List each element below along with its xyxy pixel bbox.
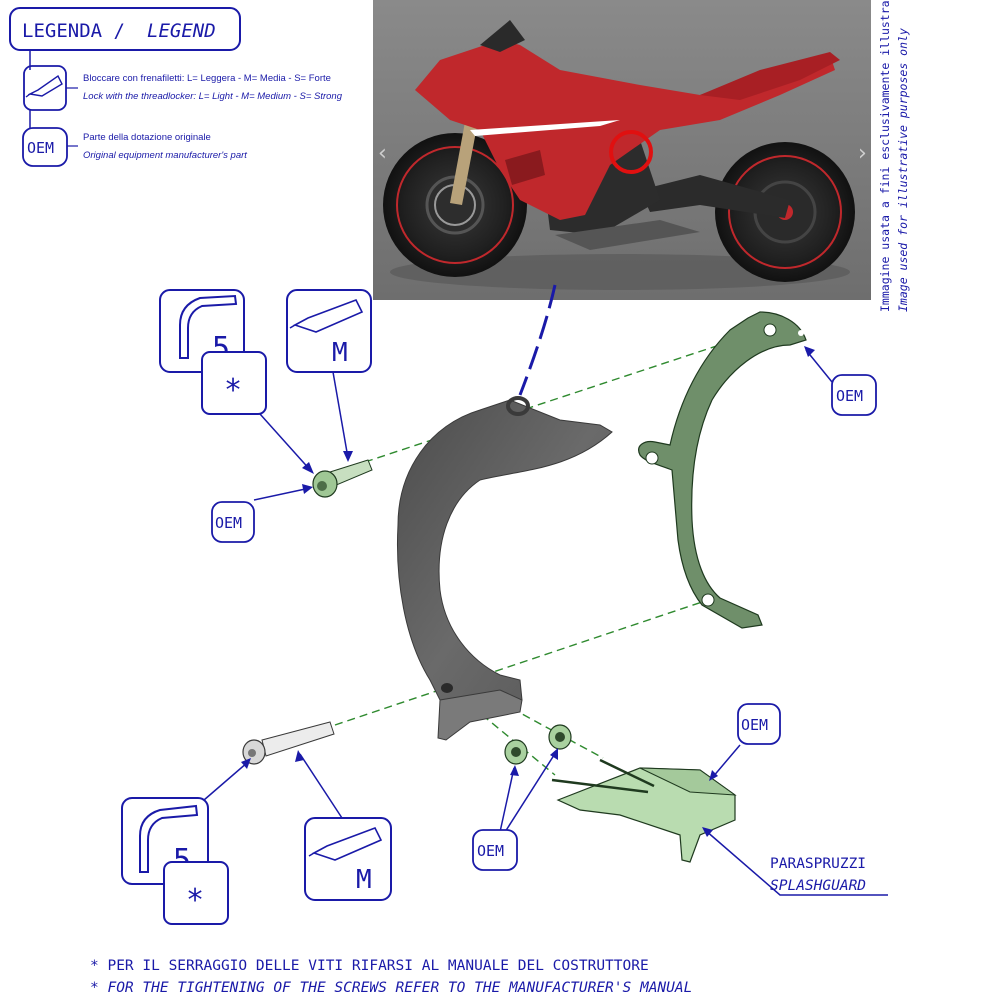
legend-oem-box (22, 127, 68, 167)
axis-spacer-left (451, 689, 556, 776)
hex-key-icon (139, 804, 199, 873)
carousel-next-icon[interactable]: › (858, 141, 867, 166)
splashguard-label-it: PARASPRUZZI (770, 856, 866, 872)
oem-bolt-top-label: OEM (215, 514, 242, 532)
top-bolt (312, 459, 373, 498)
footer-note-it: * PER IL SERRAGGIO DELLE VITI RIFARSI AL… (90, 958, 649, 974)
photo-caption-en: Image used for illustrative purposes onl… (896, 28, 910, 312)
legend-threadlocker-it: Bloccare con frenafiletti: L= Leggera - … (83, 73, 331, 84)
footer-note-en: * FOR THE TIGHTENING OF THE SCREWS REFER… (90, 980, 692, 996)
splashguard-label-en: SPLASHGUARD (770, 878, 866, 894)
callout-threadlocker-top: M (286, 289, 372, 373)
photo-to-part-leader (518, 284, 557, 396)
callout-oem-bracket: OEM (804, 346, 877, 416)
threadlocker-tube-icon (308, 826, 383, 861)
threadlocker-tube-icon (25, 74, 63, 98)
oem-bracket-label: OEM (836, 387, 863, 405)
spacer-left (504, 739, 528, 765)
legend-oem-en: Original equipment manufacturer's part (83, 150, 247, 161)
legend-oem-it: Parte della dotazione originale (83, 132, 211, 143)
oem-spacers-label: OEM (477, 842, 504, 860)
hex-key-icon (179, 294, 238, 359)
legend: LEGENDA / LEGEND Bloccare con frenafilet… (9, 7, 343, 167)
legend-oem-label: OEM (27, 139, 54, 157)
mount-bracket-part (397, 396, 613, 741)
photo-caption: Immagine usata a fini esclusivamente ill… (878, 0, 910, 312)
arrowheads-top (302, 451, 353, 494)
threadlocker-tube-icon (289, 298, 364, 333)
star-top: * (224, 373, 242, 408)
exhaust (555, 220, 700, 250)
carousel-prev-icon[interactable]: ‹ (378, 141, 387, 166)
floor-shadow (390, 254, 850, 290)
front-wheel (383, 133, 527, 277)
splashguard-part (551, 758, 737, 863)
motorcycle-photo: ‹ › (373, 0, 871, 300)
callout-leaders-top (253, 371, 349, 501)
frame-bracket-part (638, 311, 807, 629)
highlight-ring (609, 130, 653, 174)
star-bottom: * (186, 883, 204, 918)
windscreen (480, 20, 525, 52)
callout-oem-spacers: OEM (472, 829, 518, 871)
arrowheads-bottom (241, 748, 718, 837)
photo-caption-it: Immagine usata a fini esclusivamente ill… (878, 0, 892, 312)
legend-title-box (9, 7, 241, 51)
axis-bottom-bolt (334, 599, 709, 726)
callout-threadlocker-bottom: M (304, 817, 392, 901)
bottom-bolt (242, 721, 335, 765)
legend-title-it: LEGENDA / (22, 20, 125, 42)
oem-splashguard-label: OEM (741, 716, 768, 734)
swingarm (640, 175, 790, 218)
tail-section (700, 52, 840, 100)
threadlocker-grade-bottom: M (356, 865, 372, 895)
callout-oem-splashguard: OEM (737, 703, 781, 745)
callout-star-top: * (201, 351, 267, 415)
fairing-vents (505, 150, 545, 185)
callout-star-bottom: * (163, 861, 229, 925)
fairing-stripe (470, 120, 620, 136)
spacer-right (548, 724, 572, 750)
callout-leaders-bottom (203, 744, 888, 896)
legend-title-en: LEGEND (147, 20, 216, 42)
callout-oem-bolt-top: OEM (211, 501, 255, 543)
legend-threadlocker-en: Lock with the threadlocker: L= Light - M… (83, 91, 343, 102)
threadlocker-grade-top: M (332, 338, 348, 368)
